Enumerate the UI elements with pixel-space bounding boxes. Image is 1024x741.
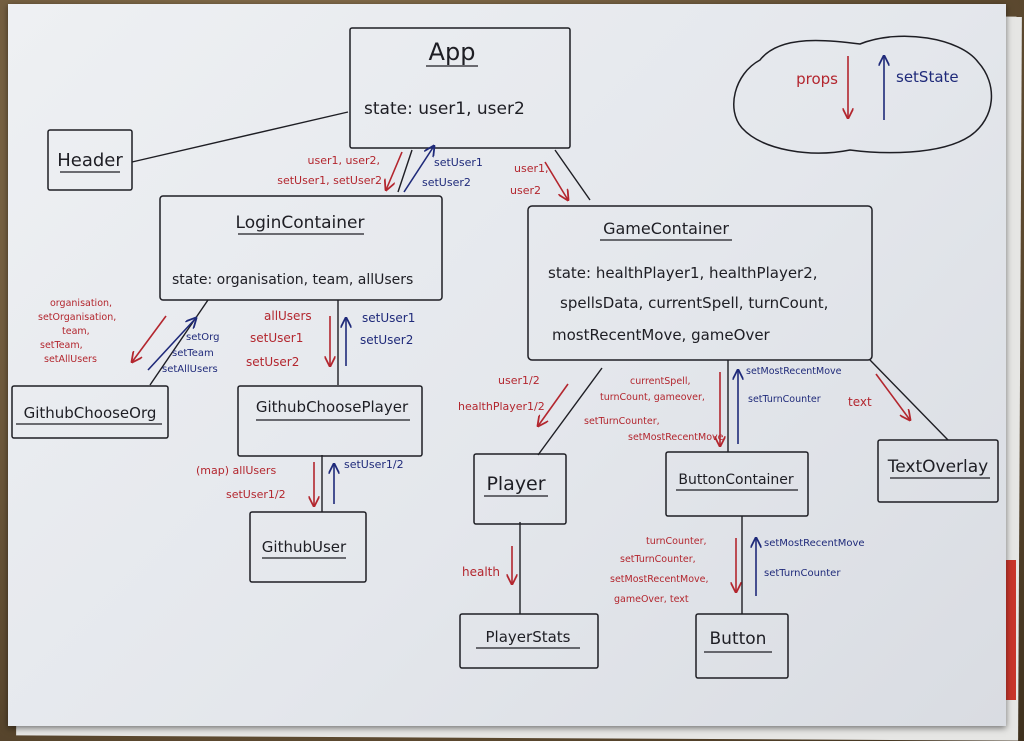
props-arrows: [132, 151, 910, 592]
login-cp-props-2: setUser1: [250, 331, 303, 345]
button-title: Button: [710, 629, 767, 649]
login-cp-props-3: setUser2: [246, 355, 299, 369]
node-labels: App state: user1, user2 Header LoginCont…: [24, 38, 989, 649]
game-player-props-2: healthPlayer1/2: [458, 400, 545, 413]
login-cp-setstate-1: setUser1: [362, 311, 415, 325]
game-bc-props-3: setTurnCounter,: [584, 416, 660, 427]
login-org-setstate-3: setAllUsers: [162, 364, 218, 375]
cp-user-props-1: (map) allUsers: [196, 464, 276, 477]
bc-button-props-1: turnCounter,: [646, 536, 707, 547]
app-login-setstate-1: setUser1: [434, 156, 483, 169]
chooseplayer-box: [237, 385, 423, 457]
line-app-header: [131, 111, 349, 163]
textoverlay-title: TextOverlay: [887, 457, 988, 477]
bc-button-setstate-2: setTurnCounter: [764, 568, 841, 579]
button-box: [695, 613, 789, 679]
login-org-props-1: organisation,: [50, 298, 112, 309]
game-bc-props-2: turnCount, gameover,: [600, 392, 705, 403]
game-state-line3: mostRecentMove, gameOver: [552, 326, 771, 344]
player-box: [473, 453, 567, 525]
game-bc-props-1: currentSpell,: [630, 376, 690, 387]
legend-setstate-label: setState: [896, 68, 959, 86]
app-login-props-1: user1, user2,: [308, 154, 380, 167]
game-state-line1: state: healthPlayer1, healthPlayer2,: [548, 264, 818, 282]
game-bc-setstate-1: setMostRecentMove: [746, 366, 842, 377]
app-title: App: [429, 38, 476, 66]
header-title: Header: [57, 150, 123, 171]
game-text-props-1: text: [848, 395, 872, 409]
player-title: Player: [486, 473, 545, 495]
line-app-game: [554, 149, 591, 201]
line-login-org: [149, 299, 209, 386]
user-title: GithubUser: [262, 538, 347, 556]
line-game-player: [537, 367, 603, 456]
buttoncontainer-title: ButtonContainer: [678, 472, 794, 488]
app-login-props-2: setUser1, setUser2: [277, 174, 382, 187]
props-labels: user1, user2, setUser1, setUser2 user1, …: [38, 154, 872, 605]
line-app-login: [397, 149, 413, 193]
legend-props-label: props: [796, 70, 838, 88]
login-state: state: organisation, team, allUsers: [172, 272, 413, 288]
login-cp-props-1: allUsers: [264, 309, 312, 323]
game-bc-props-4: setMostRecentMove: [628, 432, 724, 443]
chooseplayer-title: GithubChoosePlayer: [256, 398, 409, 416]
buttoncontainer-box: [665, 451, 809, 517]
game-state-line2: spellsData, currentSpell, turnCount,: [560, 294, 828, 312]
bc-button-setstate-1: setMostRecentMove: [764, 538, 865, 549]
app-box: [349, 27, 571, 149]
game-bc-setstate-2: setTurnCounter: [748, 394, 821, 405]
login-box: [159, 195, 443, 301]
component-boxes: [11, 27, 999, 679]
app-game-props-2: user2: [510, 184, 541, 197]
legend-cloud: [733, 35, 993, 154]
arrow-app-login-props: [386, 151, 403, 190]
title-underlines: [16, 65, 990, 653]
paper-sheet: [8, 4, 1006, 726]
playerstats-title: PlayerStats: [486, 628, 571, 646]
login-title: LoginContainer: [236, 213, 365, 233]
game-box: [527, 205, 873, 361]
setstate-arrows: [147, 146, 756, 596]
arrow-org-login-setstate: [147, 318, 196, 371]
arrow-game-player-props: [538, 383, 569, 426]
setstate-labels: setUser1 setUser2 setOrg setTeam setAllU…: [162, 156, 865, 579]
cp-user-props-2: setUser1/2: [226, 488, 286, 501]
game-title: GameContainer: [603, 219, 729, 238]
login-org-setstate-2: setTeam: [172, 348, 214, 359]
login-org-props-2: setOrganisation,: [38, 312, 116, 323]
login-cp-setstate-2: setUser2: [360, 333, 413, 347]
arrow-login-org-props: [132, 315, 167, 362]
cp-user-setstate-1: setUser1/2: [344, 458, 404, 471]
login-org-props-4: setTeam,: [40, 340, 83, 351]
login-org-props-3: team,: [62, 326, 90, 337]
arrow-game-text-props: [875, 373, 910, 420]
header-box: [47, 129, 133, 191]
bc-button-props-3: setMostRecentMove,: [610, 574, 709, 585]
bc-button-props-4: gameOver, text: [614, 594, 689, 605]
arrow-login-app-setstate: [403, 146, 434, 193]
game-player-props-1: user1/2: [498, 374, 540, 387]
line-game-textoverlay: [869, 359, 949, 441]
app-login-setstate-2: setUser2: [422, 176, 471, 189]
textoverlay-box: [877, 439, 999, 503]
login-org-props-5: setAllUsers: [44, 354, 97, 365]
bc-button-props-2: setTurnCounter,: [620, 554, 696, 565]
org-box: [11, 385, 169, 439]
user-box: [249, 511, 367, 583]
app-state: state: user1, user2: [364, 99, 525, 119]
app-game-props-1: user1,: [514, 162, 549, 175]
player-stats-props-1: health: [462, 565, 500, 579]
arrow-app-game-props: [544, 161, 568, 200]
playerstats-box: [459, 613, 599, 669]
login-org-setstate-1: setOrg: [186, 332, 219, 343]
connector-lines: [131, 111, 949, 614]
org-title: GithubChooseOrg: [24, 404, 157, 422]
